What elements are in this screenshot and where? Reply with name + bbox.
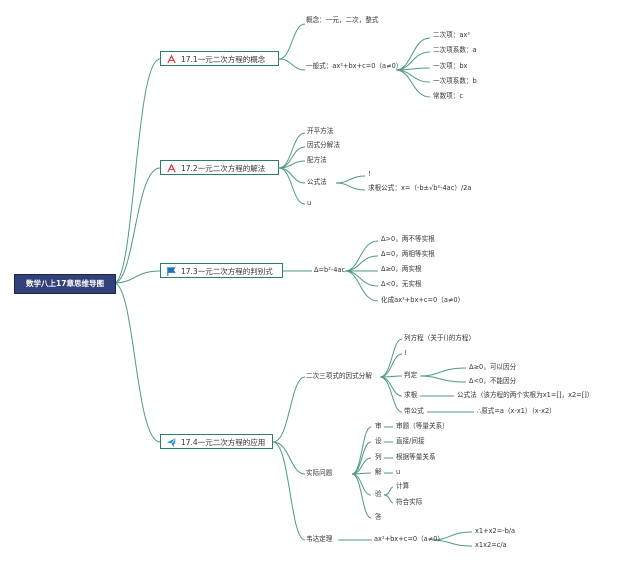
term-linear: 一次项：bx <box>433 62 468 70</box>
factor-equation: 列方程（关于()的方程） <box>404 334 476 342</box>
root-formula-note: 公式法（该方程的两个实根为x1=[]，x2=[]） <box>457 391 594 399</box>
branch-17-1-label: 17.1一元二次方程的概念 <box>181 55 266 64</box>
judge-not-factorable: Δ<0，不能因分 <box>469 377 517 385</box>
judge-factorable: Δ≥0，可以因分 <box>469 363 517 371</box>
step-list: 列 <box>375 453 382 461</box>
factored-form: ∴原式=a（x-x1）（x-x2） <box>477 407 556 415</box>
compass-tools-icon <box>167 54 176 64</box>
method-formula: 公式法 <box>307 178 327 186</box>
note-solve: u <box>396 468 401 476</box>
branch-17-3-label: 17.3一元二次方程的判别式 <box>181 267 273 276</box>
coef-quadratic: 二次项系数：a <box>433 46 477 54</box>
check-practical: 符合实际 <box>396 498 423 506</box>
coef-linear: 一次项系数：b <box>433 77 477 85</box>
branch-17-3[interactable]: 17.3一元二次方程的判别式 <box>160 263 283 278</box>
branch-17-1[interactable]: 17.1一元二次方程的概念 <box>160 51 279 66</box>
step-solve: 解 <box>375 468 382 476</box>
step-read: 审 <box>375 422 382 430</box>
root-node[interactable]: 数学八上17章思维导图 <box>14 274 116 294</box>
note-read: 审题（等量关系） <box>396 422 449 430</box>
root-formula: 求根公式：x=（-b±√b²-4ac）/2a <box>368 184 472 192</box>
step-check: 验 <box>375 490 382 498</box>
factor-mark: ! <box>404 349 407 357</box>
branch-17-2-label: 17.2一元二次方程的解法 <box>181 164 266 173</box>
method-factoring: 因式分解法 <box>307 141 340 149</box>
branch-17-4[interactable]: 17.4一元二次方程的应用 <box>160 434 273 449</box>
case-negative: Δ<0，无实根 <box>381 280 422 288</box>
case-nonnegative: Δ≥0，两实根 <box>381 265 422 273</box>
check-compute: 计算 <box>396 482 410 490</box>
step-set: 设 <box>375 437 382 445</box>
method-completing-square: 配方法 <box>307 156 327 164</box>
formula-note-mark: ! <box>368 170 371 178</box>
factorization-node: 二次三项式的因式分解 <box>306 372 372 380</box>
factor-apply-formula: 带公式 <box>404 407 424 415</box>
branch-17-4-label: 17.4一元二次方程的应用 <box>181 438 266 447</box>
note-list: 根据等量关系 <box>396 453 436 461</box>
case-zero: Δ=0，两相等实根 <box>381 250 435 258</box>
vieta-equation: ax²+bx+c=0（a≠0） <box>374 535 445 543</box>
constant-term: 常数项：c <box>433 92 464 100</box>
flag-icon <box>167 266 176 277</box>
branch-17-2[interactable]: 17.2一元二次方程的解法 <box>160 160 279 175</box>
concept-note: 概念：一元，二次，整式 <box>306 16 379 24</box>
term-quadratic: 二次项：ax² <box>433 31 470 39</box>
compass-tools-icon <box>167 163 176 173</box>
vieta-sum: x1+x2=-b/a <box>475 527 516 535</box>
general-form: 一般式：ax²+bx+c=0（a≠0） <box>306 62 403 70</box>
note-set: 直接/间接 <box>396 437 425 445</box>
factor-judge: 判定 <box>404 371 418 379</box>
vieta-product: x1x2=c/a <box>475 541 507 549</box>
case-positive: Δ>0，两不等实根 <box>381 235 435 243</box>
vieta-theorem: 韦达定理 <box>306 535 333 543</box>
method-u: u <box>307 199 312 207</box>
factor-root: 求根 <box>404 391 418 399</box>
method-square-root: 开平方法 <box>307 127 334 135</box>
practical-problems: 实际问题 <box>306 469 333 477</box>
case-standard-form: 化成ax²+bx+c=0（a≠0） <box>381 296 465 304</box>
discriminant: Δ=b²-4ac <box>314 266 346 274</box>
step-answer: 答 <box>375 513 382 521</box>
paper-plane-icon <box>166 437 177 448</box>
